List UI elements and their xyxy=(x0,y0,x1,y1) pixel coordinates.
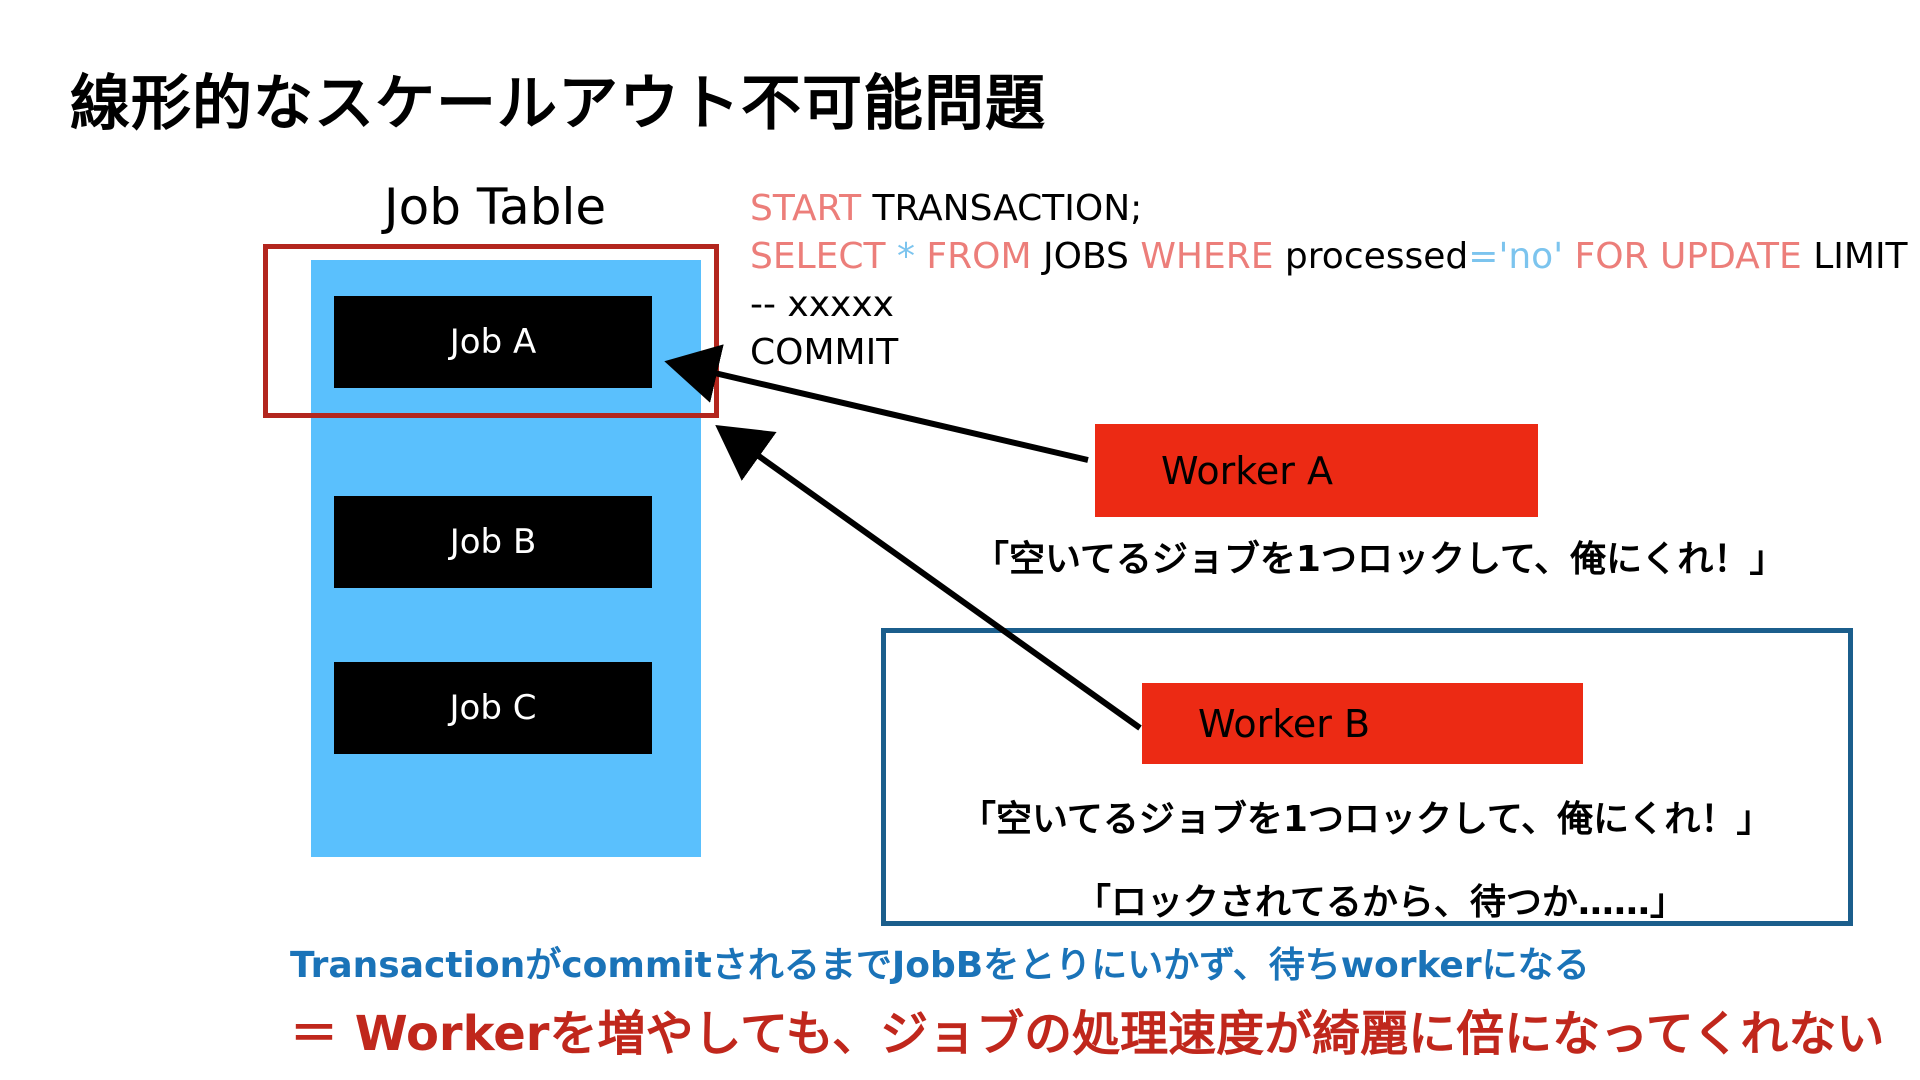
sql-keyword: START xyxy=(750,188,862,229)
sql-operator: * xyxy=(885,236,927,277)
worker-a-speech: 「空いてるジョブを1つロックして、俺にくれ！」 xyxy=(973,539,1786,580)
sql-keyword: FOR UPDATE xyxy=(1563,236,1802,277)
sql-text: JOBS xyxy=(1031,236,1141,277)
worker-a-box: Worker A xyxy=(1095,424,1538,517)
waiting-highlight-box xyxy=(881,628,1853,926)
sql-line-1: START TRANSACTION; xyxy=(750,185,1908,233)
sql-line-2: SELECT * FROM JOBS WHERE processed='no' … xyxy=(750,233,1908,281)
slide-title: 線形的なスケールアウト不可能問題 xyxy=(70,69,1046,139)
blue-explanation-note: TransactionがcommitされるまでJobBをとりにいかず、待ちwor… xyxy=(290,945,1590,986)
worker-a-arrow xyxy=(664,344,1089,463)
sql-keyword: FROM xyxy=(926,236,1032,277)
red-conclusion-note: ＝ Workerを増やしても、ジョブの処理速度が綺麗に倍になってくれない xyxy=(290,1006,1885,1062)
sql-text: TRANSACTION; xyxy=(861,188,1143,229)
sql-text: LIMIT xyxy=(1801,236,1908,277)
worker-b-box: Worker B xyxy=(1142,683,1583,764)
sql-value: 'no' xyxy=(1498,236,1564,277)
sql-line-3: -- xxxxx xyxy=(750,284,894,325)
job-table-label: Job Table xyxy=(383,178,607,236)
sql-keyword: WHERE xyxy=(1140,236,1274,277)
sql-text: processed xyxy=(1273,236,1469,277)
worker-b-arrow xyxy=(715,425,1142,731)
job-b-row: Job B xyxy=(334,496,652,588)
sql-code-block: START TRANSACTION; SELECT * FROM JOBS WH… xyxy=(750,185,1908,377)
sql-keyword: SELECT xyxy=(750,236,886,277)
sql-operator: = xyxy=(1468,236,1499,277)
job-c-row: Job C xyxy=(334,662,652,754)
job-a-row: Job A xyxy=(334,296,652,388)
sql-line-4: COMMIT xyxy=(750,332,899,373)
worker-b-wait-speech: 「ロックされてるから、待つか……」 xyxy=(1075,882,1686,923)
lock-highlight-box xyxy=(263,244,719,418)
worker-b-speech: 「空いてるジョブを1つロックして、俺にくれ！」 xyxy=(960,799,1773,840)
